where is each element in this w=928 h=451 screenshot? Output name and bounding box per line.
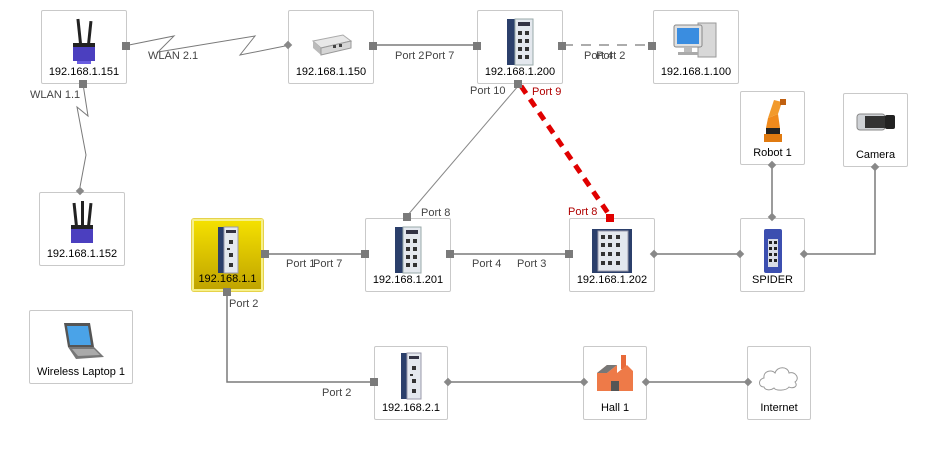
port-200-4[interactable] [558,42,566,50]
port-label-100-2: Port 2 [596,50,626,62]
camera-icon [856,113,895,131]
link-wireless-151-152[interactable] [76,83,89,188]
port-label-200-7: Port 7 [425,50,455,62]
node-192-168-1-202[interactable]: 192.168.1.202 [569,218,655,292]
cloud-icon [759,367,798,391]
port-201-4[interactable] [446,250,454,258]
unmanaged-switch-icon [763,229,782,273]
link-200-201[interactable] [406,84,520,217]
desktop-computer-icon [673,22,717,58]
link-camera-spider[interactable] [804,167,876,255]
node-192-168-2-1[interactable]: 192.168.2.1 [374,346,448,420]
node-label: 192.168.1.1 [198,273,257,285]
node-label: 192.168.1.202 [576,274,648,286]
rack-switch-icon [507,18,534,66]
port-100-2[interactable] [648,42,656,50]
node-192-168-1-152[interactable]: 192.168.1.152 [39,192,125,266]
port-1-1[interactable] [261,250,269,258]
rack-switch-large-icon [592,229,632,273]
node-192-168-1-151[interactable]: 192.168.1.151 [41,10,127,84]
link-200-202-redundant[interactable] [518,84,613,218]
node-hall-1[interactable]: Hall 1 [583,346,647,420]
port-200-7[interactable] [473,42,481,50]
node-label: 192.168.2.1 [381,402,441,414]
port-201-8[interactable] [403,213,411,221]
port-label-150-2: Port 2 [395,50,425,62]
node-label: 192.168.1.152 [46,248,118,260]
port-label-21-2: Port 2 [322,387,352,399]
access-point-icon [311,34,353,56]
din-rail-switch-icon [217,226,238,274]
node-label: SPIDER [752,274,793,286]
node-192-168-1-150[interactable]: 192.168.1.150 [288,10,374,84]
laptop-icon [64,323,104,359]
node-label: Wireless Laptop 1 [36,366,126,378]
port-202-3[interactable] [565,250,573,258]
din-rail-switch-icon [401,352,422,400]
port-151-wlan11[interactable] [79,80,87,88]
port-label-200-9: Port 9 [532,86,562,98]
node-spider[interactable]: SPIDER [740,218,805,292]
factory-icon [597,355,633,391]
port-150-2[interactable] [369,42,377,50]
node-label: Camera [855,149,896,161]
rack-switch-icon [395,226,422,274]
node-label: 192.168.1.100 [660,66,732,78]
node-192-168-1-1[interactable]: 192.168.1.1 [192,219,263,291]
node-label: Hall 1 [600,402,630,414]
node-192-168-1-100[interactable]: 192.168.1.100 [653,10,739,84]
robot-arm-icon [763,99,786,142]
node-label: 192.168.1.151 [48,66,120,78]
node-wireless-laptop-1[interactable]: Wireless Laptop 1 [29,310,133,384]
port-201-7[interactable] [361,250,369,258]
port-200-10[interactable] [514,80,522,88]
port-21-2[interactable] [370,378,378,386]
port-label-wlan21: WLAN 2.1 [148,50,199,62]
port-label-201-8: Port 8 [421,207,451,219]
port-label-wlan11: WLAN 1.1 [30,89,81,101]
port-label-202-3: Port 3 [517,258,547,270]
node-label: 192.168.1.201 [372,274,444,286]
port-label-202-8: Port 8 [568,206,598,218]
port-label-200-4: Port 4 [584,50,614,62]
port-151-wlan21[interactable] [122,42,130,50]
port-label-1-2: Port 2 [229,298,259,310]
port-label-201-4: Port 4 [472,258,502,270]
port-label-1-1: Port 1 [286,258,316,270]
wlan-router-icon [71,201,93,243]
node-robot-1[interactable]: Robot 1 [740,91,805,165]
node-label: 192.168.1.200 [484,66,556,78]
node-label: Internet [760,402,798,414]
node-camera[interactable]: Camera [843,93,908,167]
node-internet[interactable]: Internet [747,346,811,420]
node-192-168-1-201[interactable]: 192.168.1.201 [365,218,451,292]
node-label: 192.168.1.150 [295,66,367,78]
port-label-201-7: Port 7 [313,258,343,270]
link-1-21[interactable] [226,292,373,383]
node-label: Robot 1 [753,147,792,159]
port-1-2[interactable] [223,288,231,296]
wlan-router-icon [73,18,95,64]
port-202-8[interactable] [606,214,614,222]
node-192-168-1-200[interactable]: 192.168.1.200 [477,10,563,84]
link-wireless-151-150[interactable] [128,35,291,56]
port-label-200-10: Port 10 [470,85,506,97]
